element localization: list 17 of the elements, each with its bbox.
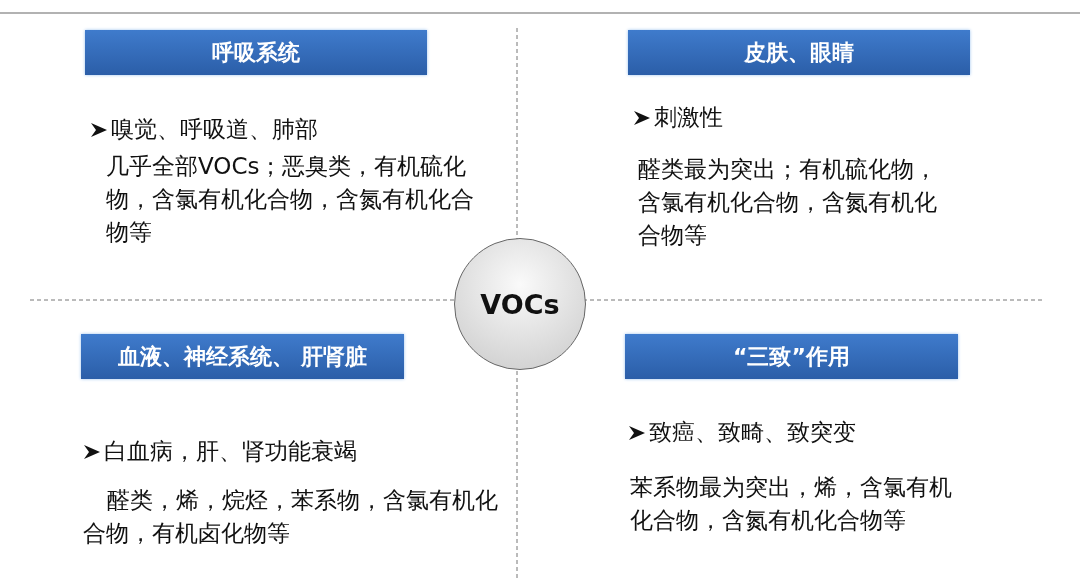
- header-bar: [625, 334, 958, 379]
- header-title: 呼吸系统: [212, 38, 300, 67]
- bullet-text: 致癌、致畸、致突变: [649, 418, 856, 447]
- description-text: 几乎全部VOCs；恶臭类，有机硫化物，含氯有机化合物，含氮有机化合物等: [106, 152, 475, 247]
- header-title: “三致”作用: [733, 342, 850, 371]
- header-title: 皮肤、眼睛: [744, 38, 854, 67]
- bullet-text: 白血病，肝、肾功能衰竭: [104, 437, 357, 466]
- header-bar: [81, 334, 404, 379]
- header-title: 血液、神经系统、 肝肾脏: [117, 342, 368, 371]
- bullet-text: 刺激性: [654, 103, 723, 132]
- header-bar: [85, 30, 427, 75]
- description-text: 醛类最为突出；有机硫化物，含氯有机化合物，含氮有机化合物等: [638, 155, 938, 250]
- header-bar: [628, 30, 970, 75]
- description-text: 苯系物最为突出，烯，含氯有机化合物，含氮有机化合物等: [630, 473, 953, 535]
- description-text: 醛类，烯，烷烃，苯系物，含氯有机化合物，有机卤化物等: [83, 486, 498, 548]
- bullet-text: 嗅觉、呼吸道、肺部: [111, 115, 318, 144]
- center-label: VOCs: [480, 288, 560, 320]
